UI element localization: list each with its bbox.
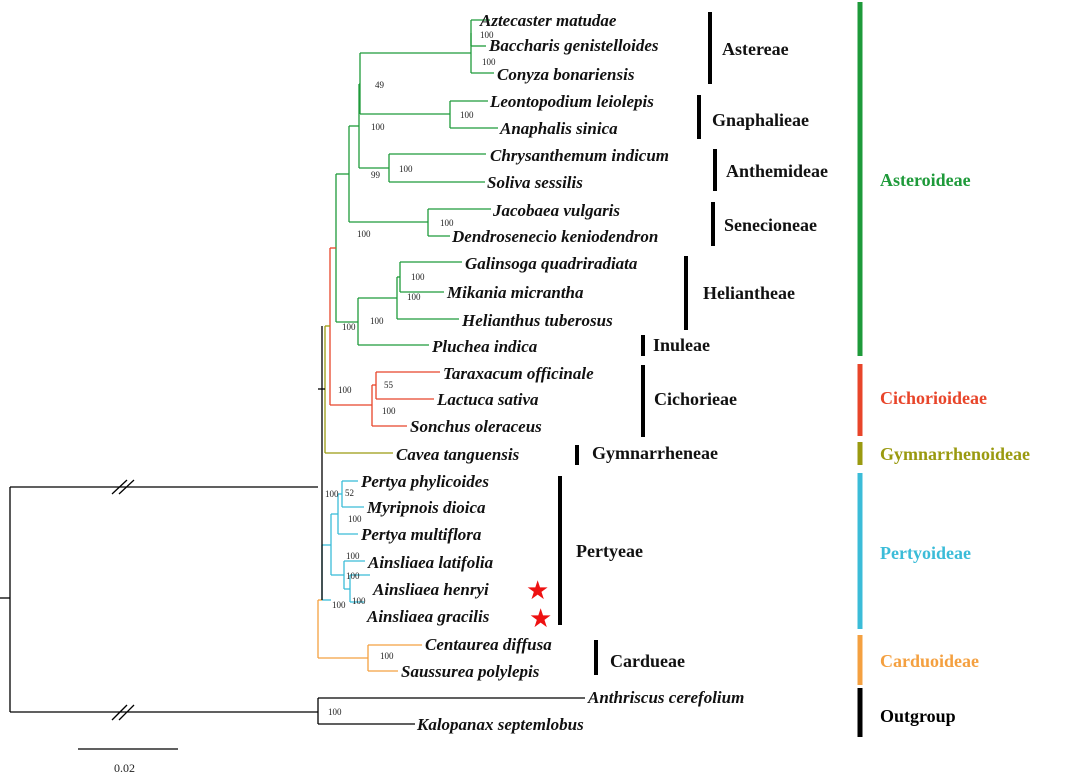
taxon-label: Pluchea indica xyxy=(431,337,538,356)
star-icon: ★ xyxy=(529,604,552,634)
tribe-label: Anthemideae xyxy=(726,161,828,181)
taxon-labels: Aztecaster matudae Baccharis genistelloi… xyxy=(360,11,744,734)
taxon-label: Chrysanthemum indicum xyxy=(490,146,669,165)
subfamily-label: Pertyoideae xyxy=(880,543,971,563)
bootstrap-value: 100 xyxy=(328,707,342,717)
star-icon: ★ xyxy=(526,576,549,606)
scale-bar-label: 0.02 xyxy=(114,761,135,774)
taxon-label: Aztecaster matudae xyxy=(479,11,617,30)
bootstrap-value: 100 xyxy=(370,316,384,326)
tribe-label: Cichorieae xyxy=(654,389,737,409)
bootstrap-value: 100 xyxy=(407,292,421,302)
tribe-label: Cardueae xyxy=(610,651,685,671)
taxon-label: Dendrosenecio keniodendron xyxy=(451,227,658,246)
taxon-label: Kalopanax septemlobus xyxy=(416,715,584,734)
bootstrap-value: 100 xyxy=(399,164,413,174)
taxon-label: Taraxacum officinale xyxy=(443,364,594,383)
taxon-label: Soliva sessilis xyxy=(487,173,583,192)
taxon-label: Baccharis genistelloides xyxy=(488,36,659,55)
bootstrap-value: 100 xyxy=(460,110,474,120)
bootstrap-value: 100 xyxy=(371,122,385,132)
subfamily-label: Outgroup xyxy=(880,706,956,726)
tribe-label: Heliantheae xyxy=(703,283,795,303)
taxon-label: Ainsliaea henryi xyxy=(372,580,489,599)
new-taxa-markers: ★ ★ xyxy=(526,576,552,634)
taxon-label: Leontopodium leiolepis xyxy=(489,92,654,111)
taxon-label: Jacobaea vulgaris xyxy=(492,201,620,220)
bootstrap-value: 100 xyxy=(382,406,396,416)
taxon-label: Anaphalis sinica xyxy=(499,119,618,138)
taxon-label: Ainsliaea gracilis xyxy=(366,607,490,626)
clade-brackets xyxy=(558,2,863,737)
bootstrap-value: 100 xyxy=(325,489,339,499)
tribe-label: Inuleae xyxy=(653,335,710,355)
taxon-label: Pertya phylicoides xyxy=(360,472,489,491)
taxon-label: Lactuca sativa xyxy=(436,390,539,409)
bootstrap-value: 100 xyxy=(348,514,362,524)
bootstrap-value: 100 xyxy=(380,651,394,661)
bootstrap-value: 49 xyxy=(375,80,385,90)
bootstrap-values: 100 100 49 100 100 99 100 100 100 100 10… xyxy=(325,30,496,717)
tribe-label: Gymnarrheneae xyxy=(592,443,718,463)
taxon-label: Mikania micrantha xyxy=(446,283,584,302)
taxon-label: Ainsliaea latifolia xyxy=(367,553,494,572)
subfamily-label: Carduoideae xyxy=(880,651,979,671)
bootstrap-value: 100 xyxy=(332,600,346,610)
bootstrap-value: 100 xyxy=(480,30,494,40)
subfamily-labels: Asteroideae Cichorioideae Gymnarrhenoide… xyxy=(880,170,1030,726)
subfamily-label: Gymnarrhenoideae xyxy=(880,444,1030,464)
bootstrap-value: 100 xyxy=(346,551,360,561)
bootstrap-value: 52 xyxy=(345,488,354,498)
branch-break-mark xyxy=(111,479,128,495)
taxon-label: Conyza bonariensis xyxy=(497,65,635,84)
tribe-label: Gnaphalieae xyxy=(712,110,809,130)
tribe-label: Pertyeae xyxy=(576,541,643,561)
branch-break-mark xyxy=(111,704,128,721)
branch-break-mark xyxy=(118,479,135,495)
bootstrap-value: 99 xyxy=(371,170,381,180)
taxon-label: Myripnois dioica xyxy=(366,498,486,517)
tribe-labels: Astereae Gnaphalieae Anthemideae Senecio… xyxy=(576,39,828,671)
branch-break-mark xyxy=(118,704,135,721)
bootstrap-value: 100 xyxy=(411,272,425,282)
bootstrap-value: 100 xyxy=(357,229,371,239)
bootstrap-value: 100 xyxy=(346,571,360,581)
bootstrap-value: 100 xyxy=(352,596,366,606)
subfamily-label: Asteroideae xyxy=(880,170,971,190)
bootstrap-value: 100 xyxy=(342,322,356,332)
taxon-label: Pertya multiflora xyxy=(360,525,482,544)
taxon-label: Galinsoga quadriradiata xyxy=(465,254,638,273)
taxon-label: Anthriscus cerefolium xyxy=(587,688,744,707)
bootstrap-value: 100 xyxy=(482,57,496,67)
taxon-label: Saussurea polylepis xyxy=(401,662,540,681)
bootstrap-value: 100 xyxy=(338,385,352,395)
bootstrap-value: 100 xyxy=(440,218,454,228)
bootstrap-value: 55 xyxy=(384,380,394,390)
tribe-label: Senecioneae xyxy=(724,215,817,235)
tribe-label: Astereae xyxy=(722,39,789,59)
scale-bar: 0.02 xyxy=(78,748,178,774)
taxon-label: Helianthus tuberosus xyxy=(461,311,613,330)
taxon-label: Sonchus oleraceus xyxy=(410,417,542,436)
subfamily-label: Cichorioideae xyxy=(880,388,987,408)
taxon-label: Centaurea diffusa xyxy=(425,635,552,654)
taxon-label: Cavea tanguensis xyxy=(396,445,520,464)
tree-branches xyxy=(0,19,585,725)
